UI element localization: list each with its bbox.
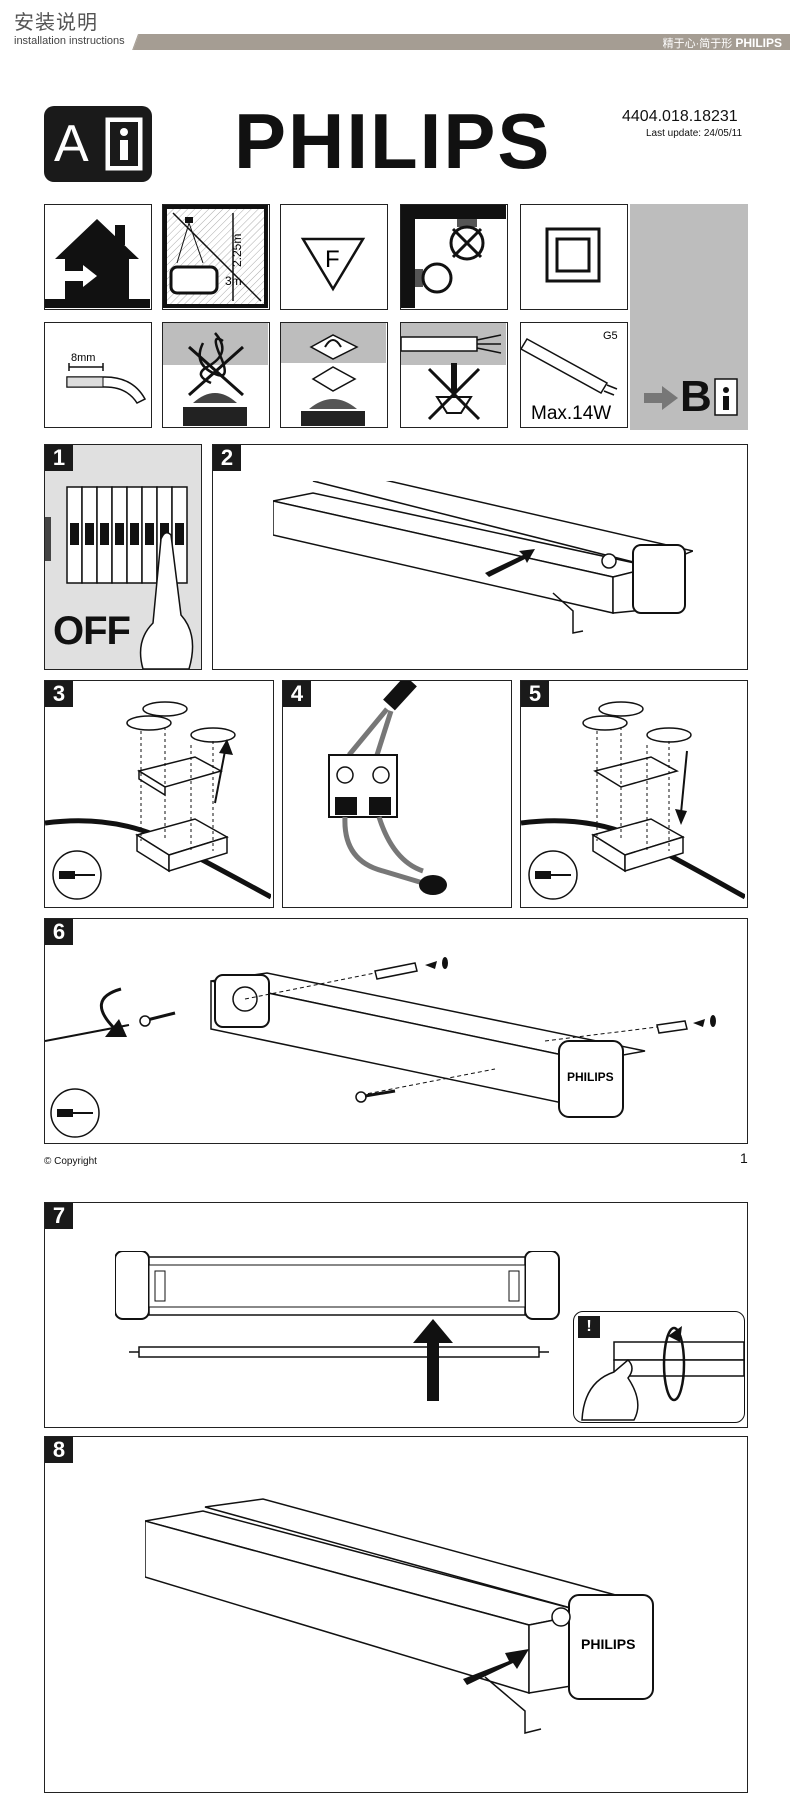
screwdriver-icon-2 xyxy=(528,850,578,900)
wall-mount-illustration: PHILIPS xyxy=(45,957,716,1118)
step-1-number: 1 xyxy=(45,445,73,471)
hand-pointer-icon xyxy=(139,532,194,669)
ceiling-box-cell xyxy=(280,322,388,428)
no-ceiling-mount-cell xyxy=(400,204,508,310)
terminal-cover-remove-illustration xyxy=(45,701,271,900)
next-section-letter: B xyxy=(680,372,712,421)
warning-inset: ! xyxy=(573,1311,745,1423)
house-arrow-icon xyxy=(45,219,150,308)
ceiling-box-icon xyxy=(281,323,386,426)
step-7-number: 7 xyxy=(45,1203,73,1229)
page-number: 1 xyxy=(740,1150,748,1166)
copyright: © Copyright xyxy=(44,1156,97,1167)
brand-tagline: 精于心·简于形 PHILIPS xyxy=(663,35,782,51)
strip-length: 8mm xyxy=(71,352,95,364)
no-excess-wire-cell xyxy=(162,322,270,428)
flammable-triangle-icon: F xyxy=(300,237,366,292)
tube-lamp-icon: G5 Max.14W xyxy=(521,330,618,424)
wire-strip-cell: 8mm xyxy=(44,322,152,428)
step-5-number: 5 xyxy=(521,681,549,707)
terminal-cover-close-illustration xyxy=(521,701,745,900)
bathroom-zone-icon: 2.25m 3m xyxy=(163,205,268,308)
header-stripe xyxy=(0,34,790,50)
step-2-panel: 2 xyxy=(212,444,748,670)
step-3-number: 3 xyxy=(45,681,73,707)
bathroom-height: 2.25m xyxy=(230,234,244,267)
step-2-number: 2 xyxy=(213,445,241,471)
brand-tagline-cn: 精于心·简于形 xyxy=(662,38,733,50)
warning-badge: ! xyxy=(578,1316,600,1338)
step-6-number: 6 xyxy=(45,919,73,945)
flammable-mark: F xyxy=(325,246,340,273)
philips-logo: PHILIPS xyxy=(234,97,552,185)
screwdriver-icon xyxy=(52,850,102,900)
cover-close-illustration: PHILIPS xyxy=(145,1498,654,1734)
flammable-surface-cell: F xyxy=(280,204,388,310)
header-subtitle: installation instructions xyxy=(14,35,125,47)
product-code: 4404.018.18231 xyxy=(622,108,738,125)
next-section-link[interactable]: B xyxy=(644,372,740,422)
step-6-panel: 6 PHILIPS xyxy=(44,918,748,1144)
fixture-brand-6: PHILIPS xyxy=(567,1070,614,1084)
step-8-panel: 8 PHILIPS xyxy=(44,1436,748,1793)
step-1-panel: 1 OFF xyxy=(44,444,202,670)
step-4-number: 4 xyxy=(283,681,311,707)
indoor-use-cell xyxy=(44,204,152,310)
lamp-socket: G5 xyxy=(603,330,618,342)
fixture-brand-8: PHILIPS xyxy=(581,1636,635,1652)
section-letter: A xyxy=(54,115,89,173)
last-update: Last update: 24/05/11 xyxy=(646,128,743,139)
step-3-panel: 3 xyxy=(44,680,274,908)
step-8-number: 8 xyxy=(45,1437,73,1463)
no-drill-cable-icon xyxy=(401,323,506,421)
no-drill-cable-cell xyxy=(400,322,508,428)
fixture-open-illustration xyxy=(273,481,693,634)
screwdriver-icon-3 xyxy=(50,1088,100,1138)
step-5-panel: 5 xyxy=(520,680,748,908)
bathroom-zone-cell: 2.25m 3m xyxy=(162,204,270,310)
double-insulation-icon xyxy=(545,227,601,283)
header-title-cn: 安装说明 xyxy=(14,12,98,34)
bathroom-width: 3m xyxy=(225,274,242,288)
no-ceiling-lamp-icon xyxy=(401,205,506,308)
arrow-right-icon xyxy=(644,386,678,410)
circuit-breaker-icon xyxy=(45,486,188,584)
lamp-spec-cell: G5 Max.14W xyxy=(520,322,628,428)
info-manual-small-icon xyxy=(714,378,738,416)
terminal-block-illustration xyxy=(328,681,447,895)
no-tangled-wire-icon xyxy=(163,323,268,426)
step-7-panel: 7 ! xyxy=(44,1202,748,1428)
header-bar: 安装说明 installation instructions 精于心·简于形 P… xyxy=(0,0,790,56)
brand-tagline-name: PHILIPS xyxy=(735,36,782,50)
step-4-panel: 4 xyxy=(282,680,512,908)
lamp-insert-illustration xyxy=(115,1251,560,1401)
section-a-badge: A xyxy=(44,106,152,182)
wire-strip-icon: 8mm xyxy=(66,352,147,404)
info-manual-icon xyxy=(105,117,143,171)
lamp-rotate-icon xyxy=(581,1326,744,1421)
lamp-power: Max.14W xyxy=(531,403,611,424)
class-ii-cell xyxy=(520,204,628,310)
off-label: OFF xyxy=(53,609,131,653)
